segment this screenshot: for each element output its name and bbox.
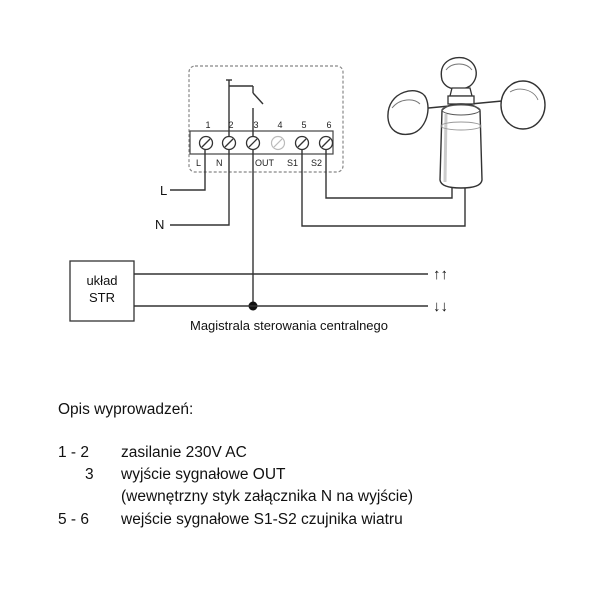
wire-l xyxy=(170,150,206,191)
str-box xyxy=(69,260,135,322)
input-label-l: L xyxy=(160,183,167,198)
terminal-screw-5 xyxy=(294,135,310,151)
terminal-label-l: L xyxy=(196,158,201,168)
module-outline xyxy=(188,65,344,173)
terminal-screw-4 xyxy=(270,135,286,151)
up-arrows-icon: ↑↑ xyxy=(433,266,448,283)
terminal-screw-3 xyxy=(245,135,261,151)
terminal-label-s1: S1 xyxy=(287,158,298,168)
terminal-number-3: 3 xyxy=(253,120,258,130)
terminal-label-s2: S2 xyxy=(311,158,322,168)
terminal-number-4: 4 xyxy=(277,120,282,130)
input-label-n: N xyxy=(155,217,164,232)
terminal-screw-1 xyxy=(198,135,214,151)
terminal-screw-2 xyxy=(221,135,237,151)
terminal-label-n: N xyxy=(216,158,223,168)
wire-s1 xyxy=(301,150,466,227)
down-arrows-icon: ↓↓ xyxy=(433,298,448,315)
relay-contact xyxy=(226,79,264,136)
terminal-number-5: 5 xyxy=(301,120,306,130)
terminal-screw-6 xyxy=(318,135,334,151)
terminal-number-1: 1 xyxy=(205,120,210,130)
wire-n xyxy=(170,150,230,226)
terminal-label-out: OUT xyxy=(255,158,275,168)
str-box-line1: układ xyxy=(86,273,117,288)
str-box-line2: STR xyxy=(89,290,115,305)
terminal-number-6: 6 xyxy=(326,120,331,130)
terminal-number-2: 2 xyxy=(228,120,233,130)
wire-s2 xyxy=(325,150,453,199)
bus-caption: Magistrala sterowania centralnego xyxy=(190,318,388,333)
anemometer-icon xyxy=(387,56,546,189)
